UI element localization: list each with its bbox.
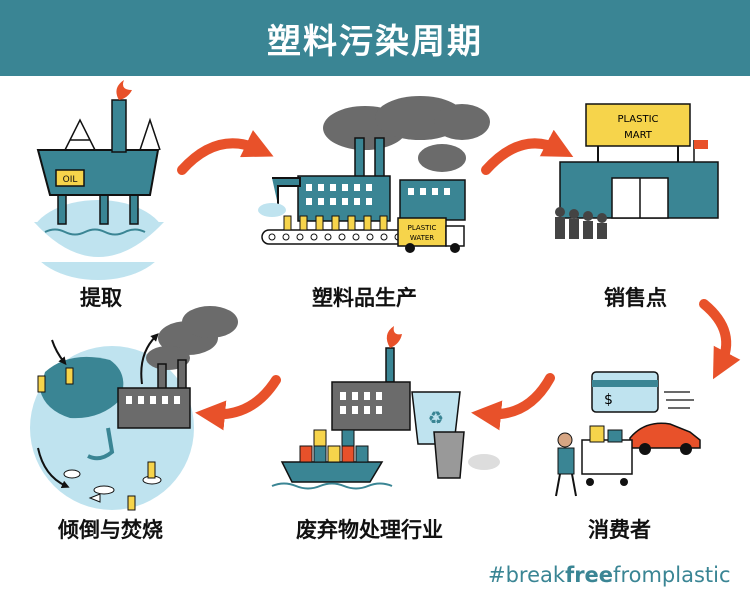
stage-label-waste-industry: 废弃物处理行业 bbox=[296, 518, 443, 542]
store-illustration: PLASTIC MART bbox=[555, 103, 719, 239]
arrow-extraction-to-production bbox=[177, 130, 274, 175]
title-bar: 塑料污染周期 bbox=[0, 0, 750, 76]
stage-label-production: 塑料品生产 bbox=[312, 286, 417, 310]
flag-icon bbox=[694, 140, 708, 149]
flame-icon bbox=[116, 80, 132, 100]
stage-label-extraction: 提取 bbox=[80, 286, 122, 310]
truck-sign-line1: PLASTIC bbox=[408, 224, 437, 232]
truck-sign-line2: WATER bbox=[410, 234, 434, 242]
oil-rig-illustration: OIL bbox=[30, 80, 166, 280]
hashtag-part-1: #break bbox=[488, 563, 566, 587]
stage-label-consumer: 消费者 bbox=[588, 518, 651, 542]
page-title: 塑料污染周期 bbox=[267, 21, 483, 62]
recycle-icon: ♻ bbox=[428, 408, 444, 429]
hashtag-part-3: fromplastic bbox=[613, 563, 731, 587]
consumer-illustration: $ bbox=[555, 371, 701, 497]
card-symbol: $ bbox=[604, 392, 613, 408]
hashtag-part-2: free bbox=[565, 563, 614, 587]
arrow-waste-to-dumping bbox=[195, 375, 281, 431]
stage-label-dumping-burning: 倾倒与焚烧 bbox=[58, 518, 163, 542]
waste-industry-illustration: ♻ bbox=[271, 326, 500, 490]
arrow-consumer-to-waste bbox=[471, 373, 555, 431]
arrow-sale-to-consumer bbox=[699, 299, 741, 380]
campaign-hashtag: #breakfreefromplastic bbox=[488, 563, 731, 587]
store-sign-line1: PLASTIC bbox=[617, 114, 658, 125]
dumping-burning-illustration bbox=[30, 306, 238, 511]
oil-sign: OIL bbox=[63, 175, 78, 185]
arrow-production-to-sale bbox=[481, 129, 574, 175]
flame-icon bbox=[386, 326, 402, 348]
stage-label-point-of-sale: 销售点 bbox=[604, 286, 667, 310]
store-sign-line2: MART bbox=[624, 130, 653, 141]
factory-illustration: PLASTIC WATER bbox=[258, 96, 490, 253]
flow-arrows bbox=[177, 129, 741, 431]
